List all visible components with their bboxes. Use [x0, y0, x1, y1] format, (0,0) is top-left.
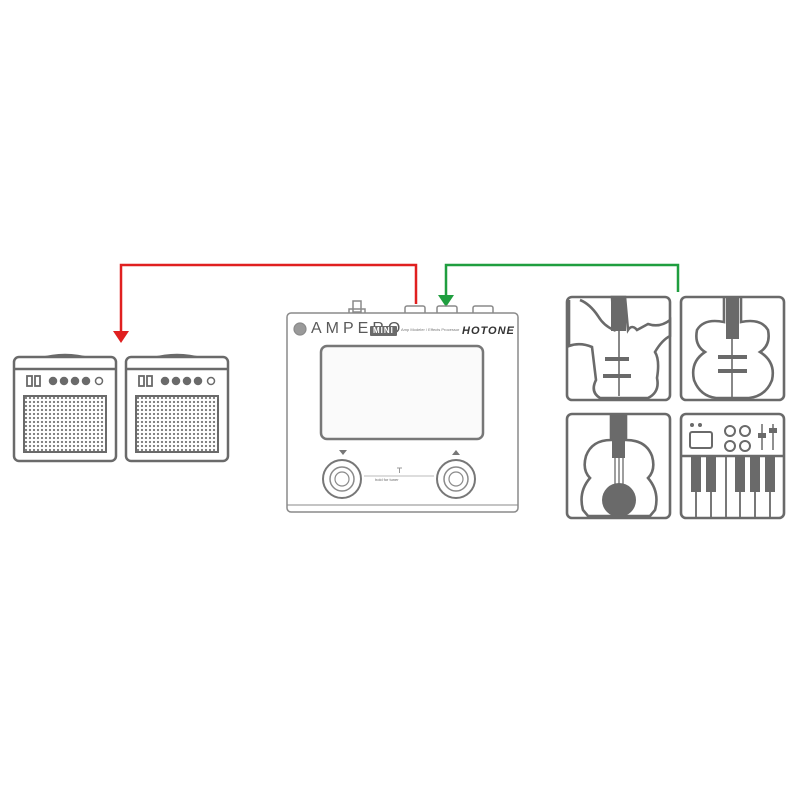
electric-guitar-icon — [565, 295, 672, 402]
output-cable — [113, 263, 418, 343]
logo-icon — [293, 322, 307, 336]
footswitch-right — [436, 459, 476, 499]
model-badge: MINI — [370, 326, 397, 336]
maker-logo: HOTONE — [462, 325, 515, 337]
amplifier-icon — [124, 353, 230, 463]
down-arrow-icon — [339, 450, 347, 455]
device-screen — [319, 344, 485, 441]
ampero-mini-device — [286, 300, 519, 513]
up-arrow-icon — [452, 450, 460, 455]
input-cable — [438, 263, 680, 307]
keyboard-synth-icon — [679, 412, 786, 520]
device-description: Amp Modeler / Effects Processor — [401, 327, 460, 332]
amplifier-icon — [12, 353, 118, 463]
footswitch-left — [322, 459, 362, 499]
classical-guitar-icon — [565, 412, 672, 520]
tuner-label: hold for tuner — [375, 477, 399, 482]
acoustic-guitar-icon — [679, 295, 786, 402]
